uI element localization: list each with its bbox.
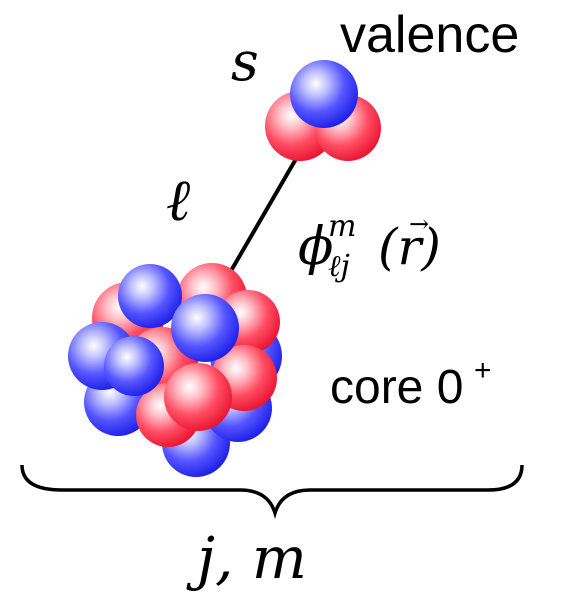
wavefunction-subscript: ℓj [328, 249, 350, 284]
core-label-superscript: + [474, 354, 492, 387]
core-proton [164, 363, 232, 431]
spin-label: s [231, 30, 259, 93]
vector-arrow: → [409, 210, 429, 238]
wavefunction-label: ϕ m ℓj (r) → [298, 209, 441, 284]
core-neutron [104, 336, 164, 396]
valence-bond-line [226, 150, 302, 278]
core-neutron [171, 294, 239, 362]
jm-label: j, m [186, 524, 307, 592]
core-label-group: core 0 + [330, 354, 492, 414]
wavefunction-argument: (r) [378, 218, 441, 276]
core-neutron [118, 264, 182, 328]
valence-neutron [290, 60, 358, 128]
wavefunction-symbol: ϕ [298, 217, 333, 277]
core-cluster [68, 263, 282, 477]
wavefunction-superscript: m [328, 209, 356, 244]
valence-label: valence [340, 6, 519, 64]
core-label: core 0 [330, 361, 463, 414]
valence-cluster [265, 60, 381, 161]
curly-brace [20, 464, 524, 519]
orbital-label: ℓ [166, 166, 190, 234]
